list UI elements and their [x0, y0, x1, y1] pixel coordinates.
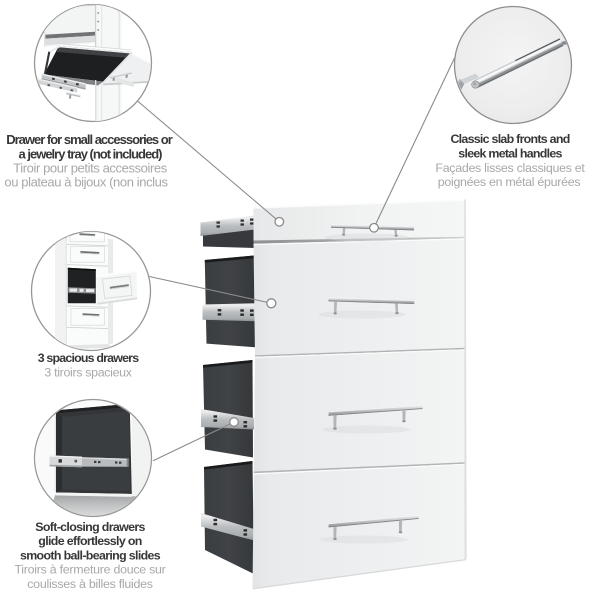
svg-text:Tiroirs à fermeture douce sur: Tiroirs à fermeture douce sur — [14, 563, 165, 577]
svg-text:Tiroir pour petits accessoires: Tiroir pour petits accessoires — [13, 160, 168, 175]
svg-text:Drawer for small accessories o: Drawer for small accessories or — [6, 132, 172, 147]
svg-text:3 tiroirs spacieux: 3 tiroirs spacieux — [44, 366, 132, 380]
svg-text:smooth ball-bearing slides: smooth ball-bearing slides — [20, 548, 161, 562]
svg-text:a jewelry tray (not included): a jewelry tray (not included) — [19, 146, 163, 161]
svg-text:Classic slab fronts and: Classic slab fronts and — [450, 132, 569, 146]
svg-text:Façades lisses classiques et: Façades lisses classiques et — [435, 161, 585, 175]
svg-text:ou plateau à bijoux (non inclu: ou plateau à bijoux (non inclus — [4, 175, 168, 190]
svg-text:Soft-closing drawers: Soft-closing drawers — [35, 520, 145, 534]
svg-text:sleek metal handles: sleek metal handles — [458, 147, 562, 161]
svg-text:glide effortlessly on: glide effortlessly on — [38, 534, 141, 548]
svg-text:poignées en métal épurées: poignées en métal épurées — [438, 175, 581, 189]
svg-text:3 spacious drawers: 3 spacious drawers — [38, 351, 140, 365]
svg-text:coulisses à billes fluides: coulisses à billes fluides — [27, 577, 153, 591]
